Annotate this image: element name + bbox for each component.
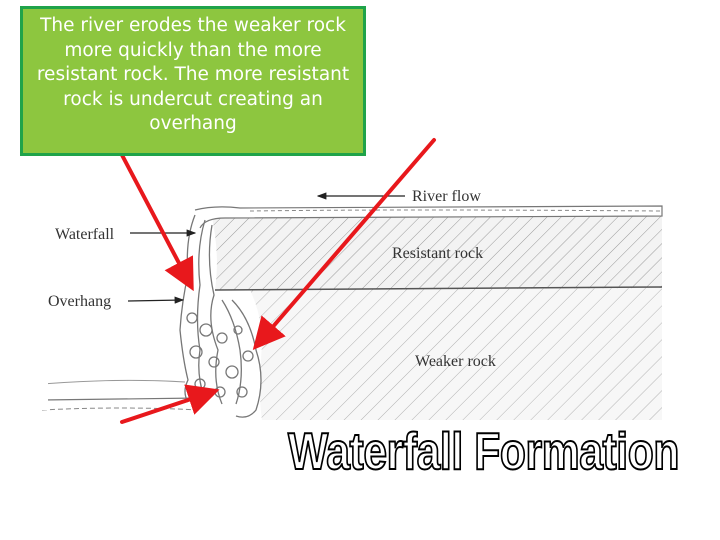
label-waterfall: Waterfall <box>55 226 115 243</box>
label-weaker-rock: Weaker rock <box>415 353 496 370</box>
slide-title: Waterfall Formation <box>288 422 679 482</box>
label-overhang: Overhang <box>48 293 111 310</box>
callout-text: The river erodes the weaker rock more qu… <box>37 15 349 134</box>
red-arrow-to-overhang <box>122 155 190 284</box>
red-arrow-to-plunge-pool <box>122 392 212 422</box>
label-river-flow: River flow <box>412 188 481 205</box>
label-resistant-rock: Resistant rock <box>392 245 483 262</box>
explanation-callout: The river erodes the weaker rock more qu… <box>20 6 366 156</box>
